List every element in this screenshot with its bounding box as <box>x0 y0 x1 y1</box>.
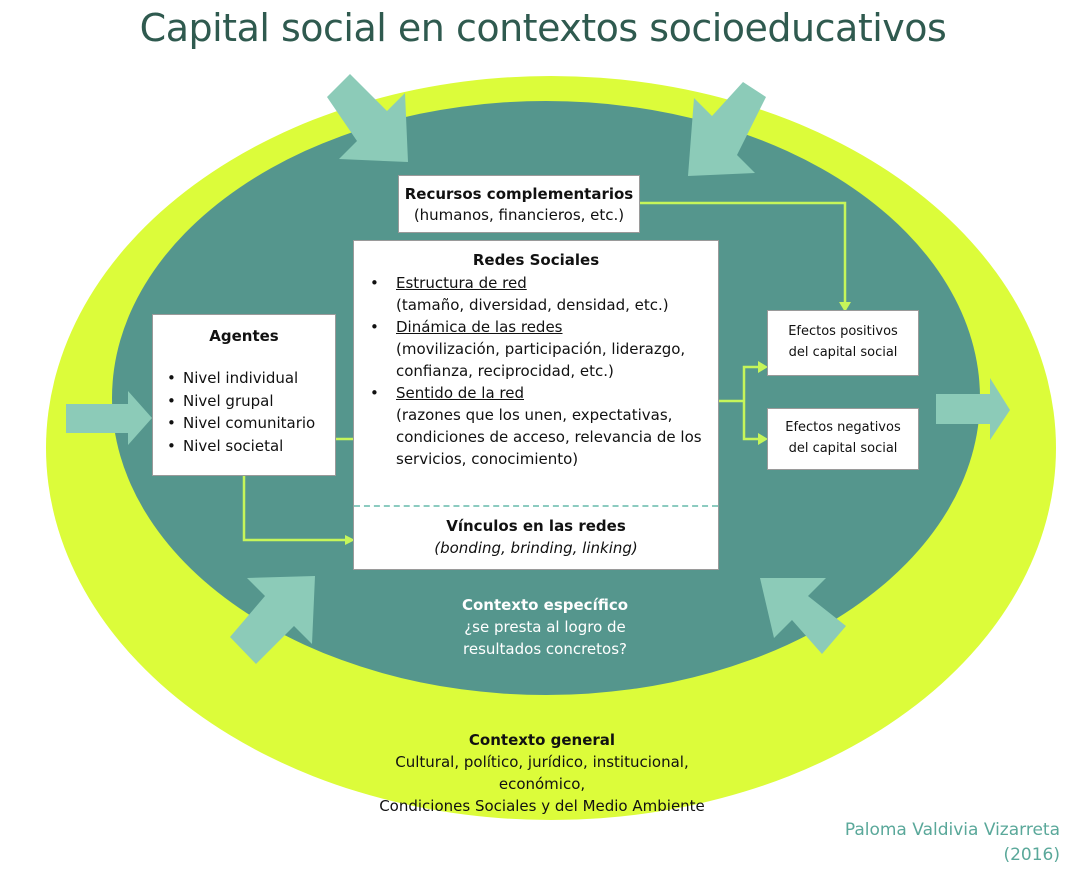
arrow-bottom-left <box>230 576 315 664</box>
agentes-item-label: Nivel comunitario <box>183 414 316 432</box>
bullet-icon: • <box>167 391 176 410</box>
redes-sociales-box: Redes Sociales • Estructura de red (tama… <box>353 240 719 570</box>
line-to-efectos-positivos <box>742 365 759 401</box>
bullet-icon: • <box>167 369 176 387</box>
vinculos-detail: (bonding, brinding, linking) <box>434 539 638 557</box>
redes-item-label: Dinámica de las redes <box>396 318 563 336</box>
bullet-icon: • <box>370 274 379 292</box>
agentes-item-label: Nivel societal <box>183 436 284 455</box>
redes-item-detail: (razones que los unen, expectativas, con… <box>396 406 702 468</box>
contexto-especifico-line1: ¿se presta al logro de <box>464 618 626 636</box>
line-agentes-to-vinculos <box>242 476 346 542</box>
recursos-detail: (humanos, financieros, etc.) <box>413 206 625 224</box>
redes-item: • Sentido de la red (razones que los une… <box>366 382 716 470</box>
line-to-efectos-negativos <box>742 401 759 441</box>
efectos-negativos-line1: Efectos negativos <box>785 420 901 435</box>
agentes-item: • Nivel individual <box>167 367 315 390</box>
redes-item-detail: (tamaño, diversidad, densidad, etc.) <box>396 296 669 314</box>
redes-title: Redes Sociales <box>472 251 600 269</box>
efectos-negativos-line2: del capital social <box>788 441 898 456</box>
redes-item-detail: (movilización, participación, liderazgo,… <box>396 340 686 380</box>
author-credit: Paloma Valdivia Vizarreta (2016) <box>845 818 1060 868</box>
arrowhead-efectos-positivos <box>758 361 768 373</box>
diagram-title: Capital social en contextos socioeducati… <box>139 6 947 50</box>
contexto-general-line1: Cultural, político, jurídico, institucio… <box>395 753 689 771</box>
agentes-box: Agentes • Nivel individual • Nivel grupal … <box>152 314 336 476</box>
recursos-title: Recursos complementarios <box>404 185 634 203</box>
arrow-top-left <box>327 74 408 162</box>
arrowhead-efectos-positivos-top <box>839 302 851 312</box>
contexto-especifico-label: Contexto específico ¿se presta al logro … <box>400 594 690 660</box>
redes-item-label: Estructura de red <box>396 274 527 292</box>
bullet-icon: • <box>167 414 176 432</box>
contexto-general-label: Contexto general Cultural, político, jur… <box>340 729 744 817</box>
arrow-right-exit <box>936 378 1010 440</box>
bullet-icon: • <box>167 436 176 455</box>
efectos-negativos-box: Efectos negativos del capital social <box>767 408 919 470</box>
recursos-complementarios-box: Recursos complementarios (humanos, finan… <box>398 175 640 233</box>
efectos-positivos-box: Efectos positivos del capital social <box>767 310 919 376</box>
arrow-left-entry <box>66 391 152 445</box>
author-year: (2016) <box>1003 845 1060 865</box>
bullet-icon: • <box>370 318 379 336</box>
arrow-top-right <box>688 82 766 176</box>
agentes-item-label: Nivel grupal <box>183 391 274 410</box>
agentes-item-label: Nivel individual <box>183 369 299 387</box>
redes-item: • Dinámica de las redes (movilización, p… <box>366 316 716 382</box>
agentes-title: Agentes <box>209 327 279 345</box>
agentes-item: • Nivel societal <box>167 435 315 458</box>
arrowhead-efectos-negativos <box>758 433 768 445</box>
agentes-item: • Nivel comunitario <box>167 412 315 435</box>
redes-list: • Estructura de red (tamaño, diversidad,… <box>366 272 716 470</box>
contexto-general-title: Contexto general <box>468 731 616 749</box>
bullet-icon: • <box>370 384 379 402</box>
contexto-general-line2: económico, <box>498 775 586 793</box>
vinculos-section: Vínculos en las redes (bonding, brinding… <box>354 515 718 559</box>
efectos-positivos-line1: Efectos positivos <box>788 324 898 339</box>
contexto-especifico-title: Contexto específico <box>461 596 629 614</box>
arrow-bottom-right <box>760 578 846 654</box>
efectos-positivos-line2: del capital social <box>788 345 898 360</box>
contexto-general-line3: Condiciones Sociales y del Medio Ambient… <box>379 797 705 815</box>
vinculos-title: Vínculos en las redes <box>446 517 626 535</box>
arrowhead-vinculos <box>345 535 355 545</box>
redes-item: • Estructura de red (tamaño, diversidad,… <box>366 272 716 316</box>
agentes-item: • Nivel grupal <box>167 390 315 413</box>
redes-item-label: Sentido de la red <box>396 384 525 402</box>
author-name: Paloma Valdivia Vizarreta <box>844 820 1060 840</box>
agentes-list: • Nivel individual • Nivel grupal • Nivel c… <box>167 367 315 457</box>
contexto-especifico-line2: resultados concretos? <box>463 640 627 658</box>
redes-dashed-divider <box>354 505 718 507</box>
line-recursos-to-efectos <box>640 201 847 303</box>
